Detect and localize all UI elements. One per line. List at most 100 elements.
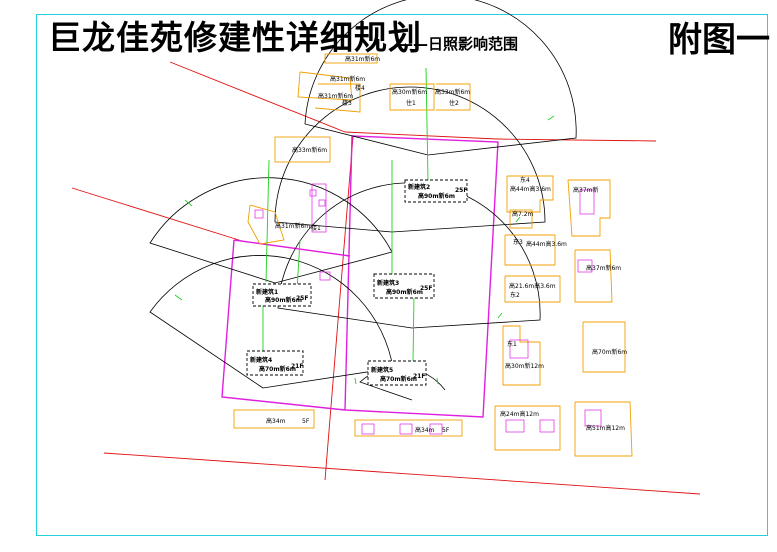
unit-se3 (584, 409, 602, 427)
sun-tick-1 (184, 199, 193, 207)
unit-s3 (429, 423, 443, 435)
bldg-nw-top (324, 53, 378, 64)
label-n5: 楼3 (342, 99, 352, 107)
bldg-west-1 (247, 204, 285, 245)
label-b3-height: 高90m新6m (386, 288, 423, 296)
label-b4-height: 高70m新6m (259, 365, 296, 373)
unit-e3 (509, 339, 529, 359)
label-n12: 楼1 (311, 224, 321, 232)
label-n11: 高31m新6m (275, 222, 310, 230)
label-b1-floors: 25F (455, 187, 467, 194)
label-n9: 住2 (449, 99, 459, 107)
bldg-mid-north (274, 136, 331, 163)
unit-s2 (399, 423, 413, 435)
road-north-middle (344, 131, 498, 140)
sun-line-5 (412, 294, 415, 363)
label-e13: 高24m高12m (500, 410, 539, 418)
bldg-southeast-2 (574, 401, 633, 457)
unit-e1 (579, 189, 595, 215)
bldg-east-2 (504, 275, 561, 303)
unit-w2 (309, 189, 317, 197)
shadow-fan-north (304, 0, 577, 156)
label-n1: 高31m新6m (345, 55, 380, 63)
label-b2-floors: 25F (296, 295, 308, 302)
label-e4: 高7.2m (512, 210, 534, 218)
bldg-east-37 (509, 209, 533, 229)
road-north-east (496, 138, 657, 142)
shadow-fan-b3 (277, 182, 541, 329)
sun-tick-3 (547, 115, 555, 121)
label-e11: 高30m新12m (505, 362, 544, 370)
label-s1: 高34m (266, 417, 286, 425)
new-building-4 (246, 350, 304, 376)
bldg-north-2 (436, 83, 471, 111)
sun-line-1 (425, 67, 429, 181)
bldg-east-1 (502, 325, 541, 386)
label-b4-name: 新建筑4 (250, 356, 272, 364)
unit-s1 (361, 423, 375, 435)
drawing-frame (36, 14, 768, 536)
shadow-fan-b4 (149, 255, 394, 389)
new-building-5 (367, 360, 427, 386)
existing-buildings (233, 53, 633, 457)
bldg-nw-2 (314, 83, 361, 113)
sun-line-3 (265, 159, 270, 283)
bldg-east-far-3 (582, 321, 626, 373)
label-s4: 5F (442, 427, 450, 434)
label-b1-height: 高90m新6m (418, 192, 455, 200)
new-building-3 (373, 273, 435, 299)
label-n2: 高31m新6m (330, 75, 365, 83)
label-b5-floors: 21F (413, 373, 425, 380)
label-b4-floors: 21F (291, 363, 303, 370)
label-e10: 东1 (507, 340, 517, 348)
boundary-west (221, 239, 346, 411)
bldg-north-1 (389, 83, 435, 111)
bldg-east-4 (506, 175, 554, 213)
sun-tick-7 (436, 377, 439, 385)
label-b2-name: 新建筑1 (256, 288, 278, 296)
label-n6: 高30m新6m (392, 88, 427, 96)
new-building-1 (404, 179, 468, 203)
roads (71, 61, 701, 495)
unit-e2 (577, 259, 593, 273)
sun-tick-4 (515, 216, 521, 223)
bldg-nw-1 (297, 71, 353, 101)
label-e2: 高44m高3.6m (510, 185, 551, 193)
bldg-south-2 (354, 419, 463, 437)
shadow-fan-b2 (149, 177, 393, 284)
label-e12: 高70m新6m (592, 348, 627, 356)
figure-number: 附图一 (668, 20, 770, 60)
sun-tick-6 (354, 377, 357, 385)
shadow-fan-b1 (274, 86, 546, 233)
label-b5-name: 新建筑5 (371, 366, 393, 374)
unit-w4 (254, 209, 264, 219)
label-e5: 东3 (513, 238, 523, 246)
plan-labels: 高31m新6m 高31m新6m 高31m新6m 楼4 楼3 高30m新6m 住1… (250, 55, 627, 434)
bldg-east-3 (504, 234, 556, 266)
unit-w1 (311, 183, 327, 233)
label-s2: 5F (302, 418, 310, 425)
road-west (71, 187, 243, 242)
label-n3: 高31m新6m (318, 92, 353, 100)
label-e9: 高21.6m高3.6m (509, 282, 556, 290)
road-central (324, 136, 354, 481)
page-subtitle: ——日照影响范围 (398, 35, 519, 53)
boundary-west-top (233, 239, 351, 257)
new-buildings (246, 179, 468, 386)
label-e3: 高37m新 (573, 186, 598, 194)
unit-w3 (318, 199, 326, 207)
label-e7: 高37m新6m (586, 264, 621, 272)
label-b3-name: 新建筑3 (377, 279, 399, 287)
page-title: 巨龙佳苑修建性详细规划 (48, 18, 422, 57)
label-b2-height: 高90m新6m (265, 296, 302, 304)
bldg-east-far-2 (574, 249, 613, 303)
label-n10: 高33m新6m (292, 146, 327, 154)
new-building-2 (252, 283, 312, 307)
sun-tick-5 (497, 312, 503, 319)
bldg-east-far-1 (567, 179, 611, 237)
label-s3: 高34m (415, 426, 435, 434)
bldg-south-1 (233, 409, 315, 429)
road-north-west (169, 61, 346, 133)
road-south (103, 452, 701, 495)
